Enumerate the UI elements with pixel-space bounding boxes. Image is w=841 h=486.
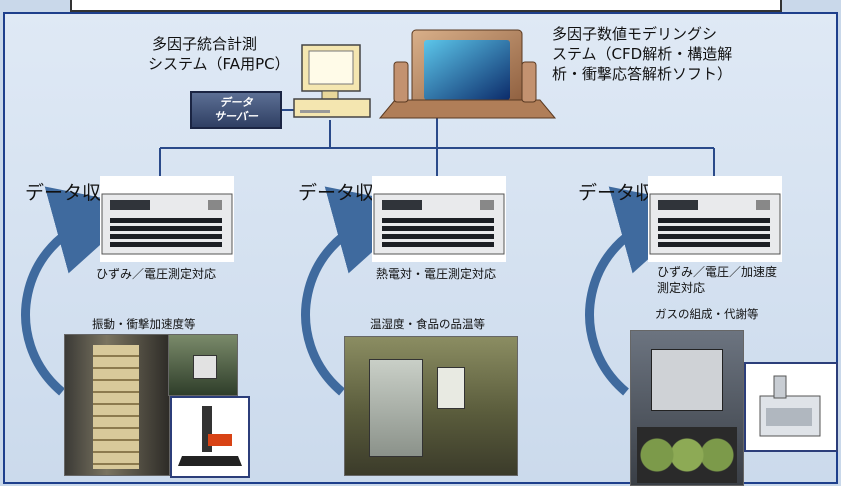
station-2-logger — [372, 176, 506, 262]
data-flow-arrow-1 — [21, 186, 144, 396]
station-1-logger-caption: ひずみ／電圧測定対応 — [96, 267, 217, 281]
modeling-label-line2: ステム（CFD解析・構造解 — [552, 45, 733, 63]
gas-chromatograph-icon — [759, 375, 821, 437]
station-3-gas-analysis-photo — [630, 330, 744, 486]
sensor-device-image — [193, 355, 217, 379]
station-1-logger — [100, 176, 234, 262]
data-server-box: データ サーバー — [190, 91, 282, 129]
station-1-shock-tester-photo — [170, 396, 250, 478]
data-logger-icon — [373, 193, 505, 255]
station-2-climate-chamber-photo — [344, 336, 518, 476]
stacked-boxes-image — [93, 345, 139, 469]
data-flow-arrow-3 — [585, 186, 708, 396]
chamber-panel-image — [437, 367, 465, 409]
vegetable-jars-image — [637, 427, 737, 483]
fa-pc-label: 多因子統合計測 システム（FA用PC） — [148, 34, 290, 74]
fa-pc-icon — [293, 44, 371, 118]
station-3-logger-caption: ひずみ／電圧／加速度 測定対応 — [657, 264, 777, 296]
modeling-system-label: 多因子数値モデリングシ ステム（CFD解析・構造解 析・衝撃応答解析ソフト） — [552, 24, 732, 84]
station-3-logger-caption-line1: ひずみ／電圧／加速度 — [657, 265, 778, 279]
station-1-sensor-photo — [168, 334, 238, 396]
data-logger-icon — [101, 193, 233, 255]
fa-pc-label-line2: システム（FA用PC） — [148, 55, 290, 73]
data-server-label-line2: サーバー — [214, 110, 258, 123]
station-3-gas-chromatograph-photo — [744, 362, 838, 452]
data-flow-arrow-2 — [301, 186, 424, 396]
station-1-vibration-test-photo — [64, 334, 170, 476]
station-2-logger-caption: 熱電対・電圧測定対応 — [376, 267, 497, 281]
station-3-logger — [648, 176, 782, 262]
station-1-heading: データ収集 — [25, 182, 121, 204]
modeling-label-line1: 多因子数値モデリングシ — [552, 25, 718, 43]
station-3-measurement: ガスの組成・代謝等 — [655, 307, 759, 321]
fa-pc-label-line1: 多因子統合計測 — [152, 35, 258, 53]
analyzer-rack-image — [651, 349, 723, 411]
modeling-label-line3: 析・衝撃応答解析ソフト） — [552, 65, 733, 83]
station-1-measurement: 振動・衝撃加速度等 — [92, 317, 196, 331]
data-logger-icon — [649, 193, 781, 255]
station-3-logger-caption-line2: 測定対応 — [657, 281, 706, 295]
top-banner-strip — [70, 0, 782, 12]
station-2-measurement: 温湿度・食品の品温等 — [370, 317, 485, 331]
chamber-door-image — [369, 359, 423, 457]
station-2-heading: データ収集 — [298, 182, 394, 204]
modeling-workstation-icon — [378, 29, 557, 119]
shock-tester-icon — [178, 406, 242, 466]
data-server-label-line1: データ — [219, 96, 253, 109]
